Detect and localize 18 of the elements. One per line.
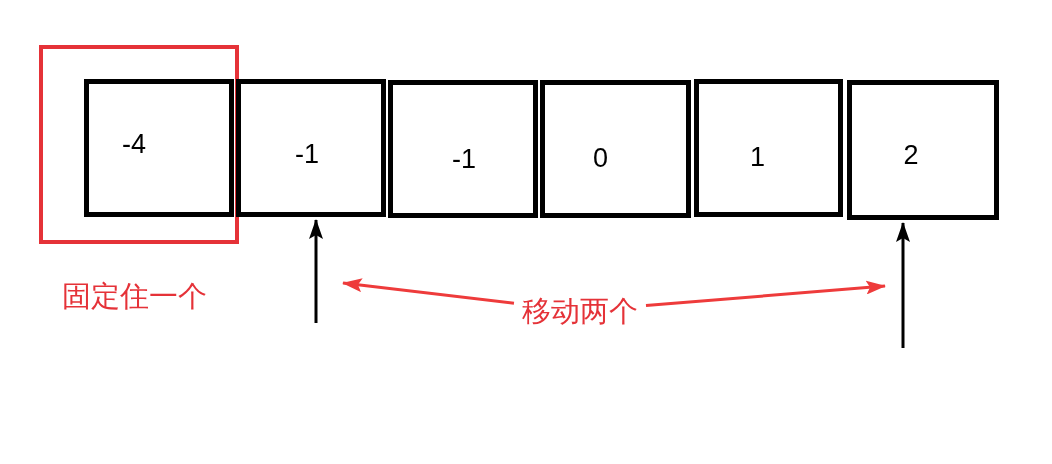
array-value: 2 — [903, 141, 919, 169]
arrow — [342, 278, 515, 305]
array-box — [236, 79, 386, 217]
arrow — [896, 222, 910, 348]
arrow — [645, 280, 886, 308]
array-box — [847, 80, 999, 220]
array-box — [388, 80, 538, 218]
array-value: 0 — [593, 144, 608, 172]
array-value: -1 — [295, 140, 319, 168]
annotation-text: 固定住一个 — [62, 279, 207, 314]
array-box — [84, 79, 234, 217]
array-value: -1 — [452, 145, 476, 173]
array-box — [540, 80, 691, 218]
arrow — [309, 219, 323, 323]
annotation-text: 移动两个 — [514, 292, 646, 330]
array-box — [694, 79, 843, 217]
array-value: 1 — [750, 143, 765, 171]
array-value: -4 — [122, 130, 146, 158]
